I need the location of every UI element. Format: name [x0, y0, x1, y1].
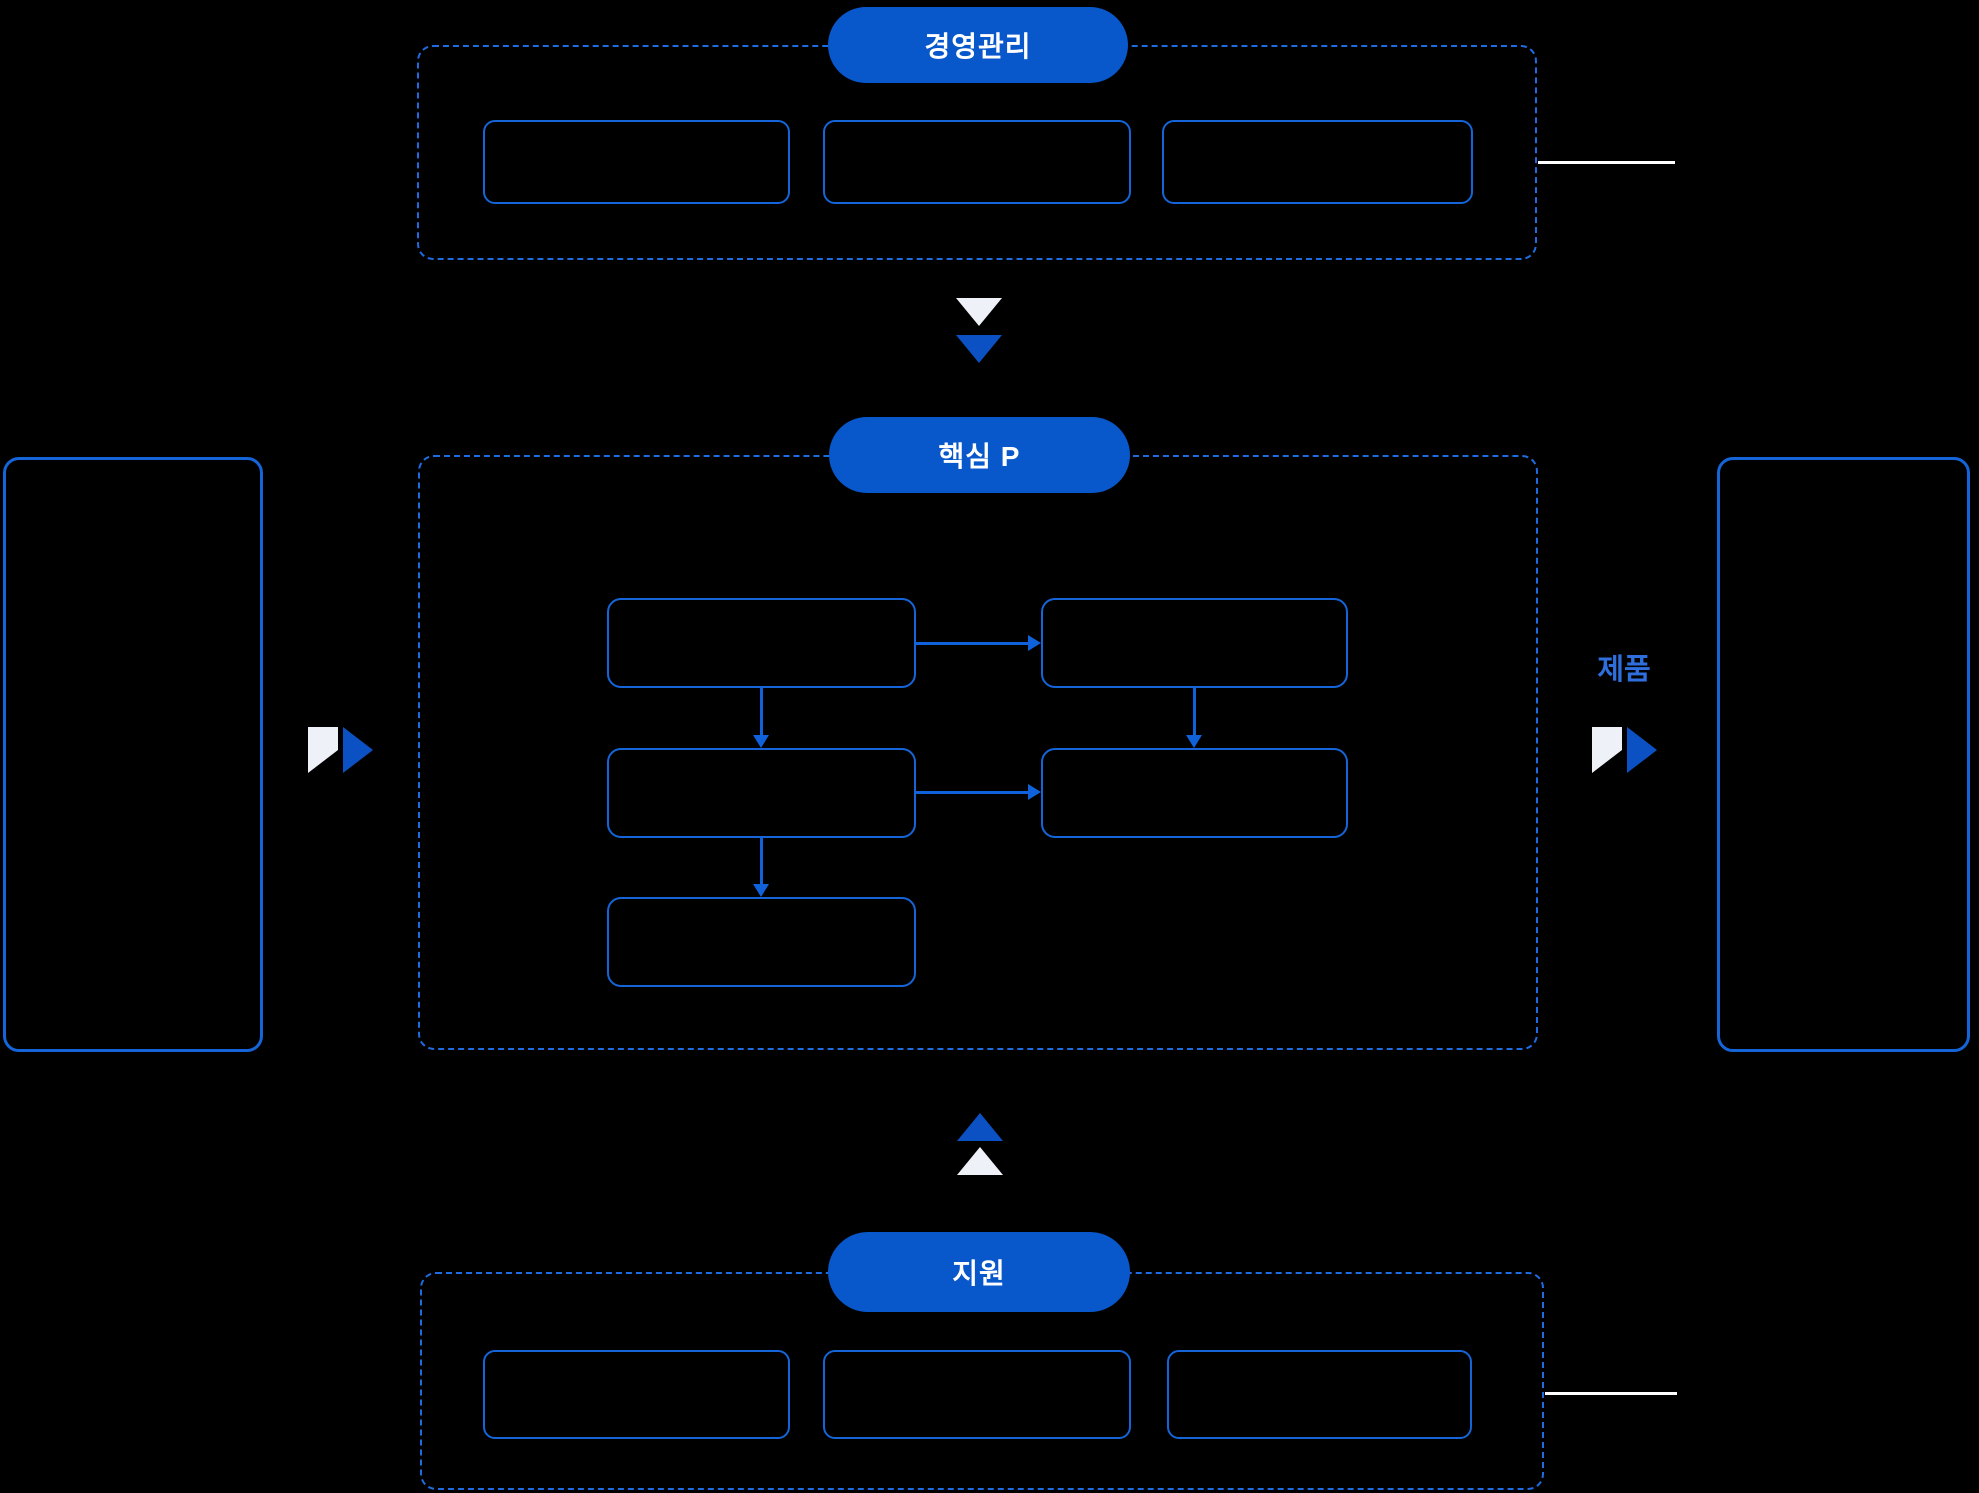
output-tall-box — [1717, 457, 1970, 1052]
support-section-label: 지원 — [952, 1258, 1006, 1289]
connector-step1-step3-arrowhead-icon — [753, 735, 769, 748]
management-box-3 — [1162, 120, 1473, 204]
core-process-section-container — [418, 455, 1538, 1050]
management-right-line — [1538, 161, 1675, 164]
support-box-2 — [823, 1350, 1131, 1439]
core-step-box-5 — [607, 897, 916, 987]
management-section-label: 경영관리 — [924, 31, 1032, 62]
connector-step2-step4 — [1193, 688, 1196, 736]
input-arrow-blue-icon — [343, 727, 373, 773]
connector-step3-step5 — [760, 838, 763, 885]
connector-step1-step2 — [916, 642, 1030, 645]
input-arrow-light-icon — [308, 727, 338, 773]
support-section-pill: 지원 — [828, 1232, 1130, 1312]
connector-step2-step4-arrowhead-icon — [1186, 735, 1202, 748]
down-chevron-blue-icon — [956, 335, 1002, 363]
product-label: 제품 — [1597, 654, 1651, 686]
up-chevron-light-icon — [957, 1147, 1003, 1175]
core-step-box-2 — [1041, 598, 1348, 688]
management-box-2 — [823, 120, 1131, 204]
connector-step3-step5-arrowhead-icon — [753, 884, 769, 897]
core-process-section-pill: 핵심 P — [829, 417, 1130, 493]
connector-step1-step2-arrowhead-icon — [1028, 635, 1041, 651]
connector-step1-step3 — [760, 688, 763, 736]
core-step-box-4 — [1041, 748, 1348, 838]
core-process-section-label: 핵심 P — [938, 441, 1021, 472]
management-section-pill: 경영관리 — [828, 7, 1128, 83]
down-chevron-light-icon — [956, 298, 1002, 326]
connector-step3-step4 — [916, 791, 1030, 794]
output-arrow-light-icon — [1592, 727, 1622, 773]
support-box-3 — [1167, 1350, 1472, 1439]
core-step-box-3 — [607, 748, 916, 838]
management-box-1 — [483, 120, 790, 204]
support-right-line — [1545, 1392, 1677, 1395]
connector-step3-step4-arrowhead-icon — [1028, 784, 1041, 800]
support-box-1 — [483, 1350, 790, 1439]
core-step-box-1 — [607, 598, 916, 688]
input-tall-box — [3, 457, 263, 1052]
output-arrow-blue-icon — [1627, 727, 1657, 773]
up-chevron-blue-icon — [957, 1113, 1003, 1141]
